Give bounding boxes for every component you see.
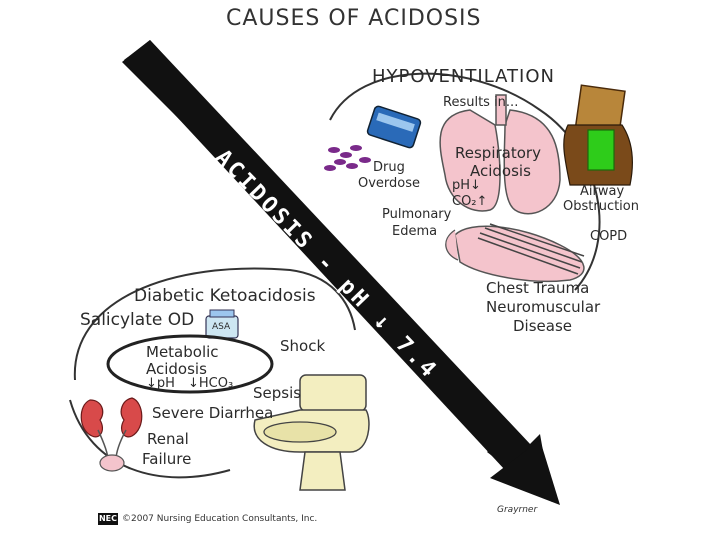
hypoventilation-circle bbox=[329, 72, 601, 291]
chest-trauma-label: Chest Trauma bbox=[486, 279, 590, 297]
salicylate-label: Salicylate OD bbox=[80, 310, 195, 330]
airway-obstruction-line1: Airway bbox=[580, 184, 625, 199]
renal-failure-line1: Renal bbox=[147, 430, 189, 448]
diabetic-ketoacidosis-label: Diabetic Ketoacidosis bbox=[134, 286, 316, 306]
pulmonary-edema-line1: Pulmonary bbox=[382, 207, 452, 222]
airway-obstruction-icon bbox=[563, 84, 633, 186]
respiratory-acidosis-line1: Respiratory bbox=[455, 144, 541, 162]
drug-overdose-line2: Overdose bbox=[358, 176, 421, 191]
neuromuscular-line1: Neuromuscular bbox=[486, 298, 601, 316]
drug-overdose-line1: Drug bbox=[373, 160, 405, 175]
results-in-label: Results in... bbox=[443, 95, 519, 110]
copyright-text: ©2007 Nursing Education Consultants, Inc… bbox=[122, 514, 318, 524]
kidneys-icon bbox=[80, 397, 143, 472]
page-title: CAUSES OF ACIDOSIS bbox=[226, 6, 482, 31]
lungs-icon bbox=[439, 94, 561, 215]
metabolic-ph: ↓pH bbox=[146, 376, 175, 391]
hypoventilation-heading: HYPOVENTILATION bbox=[372, 66, 555, 87]
shock-label: Shock bbox=[280, 337, 326, 355]
pill-bottle-icon bbox=[366, 105, 422, 149]
chest-trauma-icon bbox=[454, 223, 585, 283]
metabolic-hco3: ↓HCO₃ bbox=[188, 376, 234, 391]
metabolic-heading-line2: Acidosis bbox=[146, 360, 207, 378]
respiratory-co2: CO₂↑ bbox=[452, 194, 488, 209]
edema-lungs-icon bbox=[445, 229, 459, 261]
sepsis-label: Sepsis bbox=[253, 384, 302, 402]
respiratory-acidosis-line2: Acidosis bbox=[470, 162, 531, 180]
metabolic-heading-line1: Metabolic bbox=[146, 343, 219, 361]
copd-label: COPD bbox=[590, 229, 628, 244]
neuromuscular-line2: Disease bbox=[513, 317, 572, 335]
asa-label: ASA bbox=[212, 322, 231, 332]
respiratory-ph: pH↓ bbox=[452, 178, 481, 193]
artist-signature: Grayrner bbox=[497, 505, 538, 515]
renal-failure-line2: Failure bbox=[142, 450, 192, 468]
asa-bottle-icon bbox=[205, 309, 239, 339]
nec-logo: NEC bbox=[98, 513, 118, 525]
metabolic-oval bbox=[106, 334, 274, 394]
severe-diarrhea-label: Severe Diarrhea bbox=[152, 404, 274, 422]
metabolic-circle bbox=[69, 267, 356, 479]
toilet-icon bbox=[253, 374, 370, 491]
pulmonary-edema-line2: Edema bbox=[392, 224, 438, 239]
pills-icon bbox=[324, 145, 371, 171]
airway-obstruction-line2: Obstruction bbox=[563, 199, 639, 214]
